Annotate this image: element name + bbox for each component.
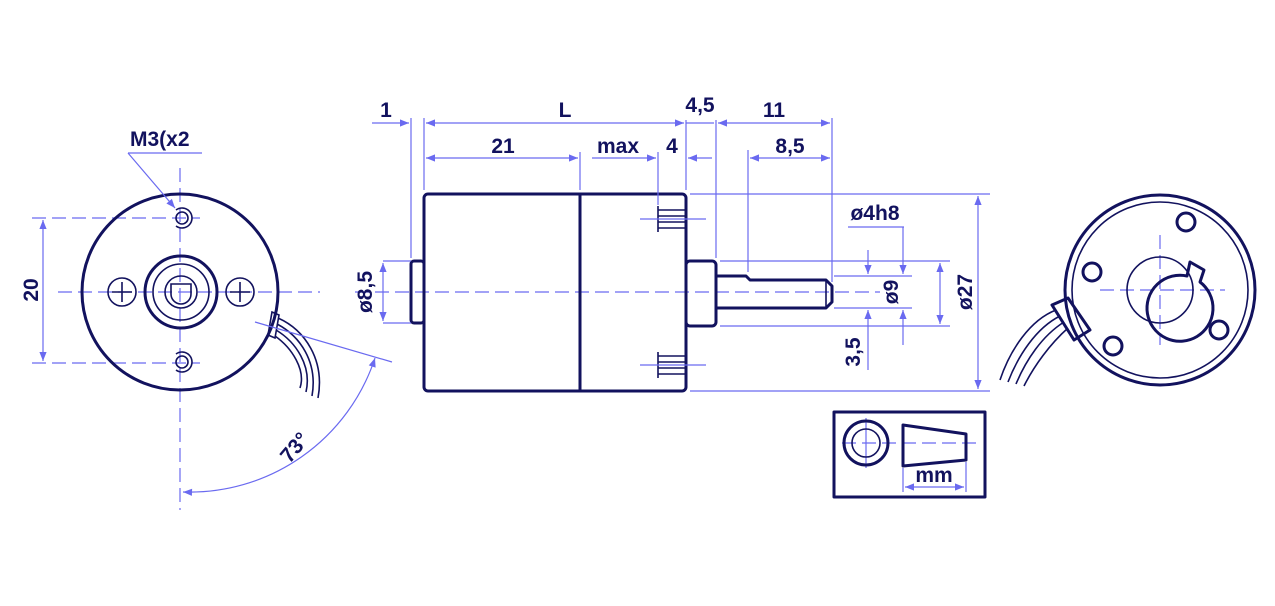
rear-hole xyxy=(1081,261,1103,283)
unit-label: mm xyxy=(915,464,952,487)
mounting-hole-bottom xyxy=(175,351,193,373)
screw-left xyxy=(107,277,137,307)
dim-1-label: 1 xyxy=(380,99,392,122)
flat-depth-label: 3,5 xyxy=(842,337,865,367)
rear-view xyxy=(999,193,1257,387)
shaft-end-inset: mm xyxy=(832,410,987,499)
shaft-keyway xyxy=(1145,260,1215,343)
front-boss-dia-label: ø9 xyxy=(880,280,903,305)
dim-4-label: 4 xyxy=(666,135,678,158)
side-view: 1 L 4,5 11 21 max 4 8,5 ø8,5 3,5 ø4h8 ø9… xyxy=(354,94,990,393)
screw-holes xyxy=(640,206,706,378)
motor-face xyxy=(80,192,280,392)
dim-21-label: 21 xyxy=(491,135,515,158)
mounting-hole-top xyxy=(175,207,193,229)
dim-11-label: 11 xyxy=(763,99,786,122)
output-shaft xyxy=(714,274,834,310)
rear-hole xyxy=(1102,335,1124,357)
dim-4-5-label: 4,5 xyxy=(685,94,715,117)
dim-max-label: max xyxy=(597,135,639,158)
rear-boss xyxy=(409,259,426,325)
thread-label: M3(x2 xyxy=(130,128,190,151)
body-dia-label: ø27 xyxy=(954,274,977,310)
rear-boss-dia-label: ø8,5 xyxy=(354,271,377,313)
hole-spacing-label: 20 xyxy=(20,278,43,301)
rear-hole xyxy=(1208,319,1230,341)
dim-8-5-label: 8,5 xyxy=(775,135,805,158)
wires xyxy=(267,310,321,399)
front-boss xyxy=(684,259,718,328)
screw-right xyxy=(225,277,255,307)
wire-angle-label: 73° xyxy=(276,428,314,467)
shaft-dia-label: ø4h8 xyxy=(850,202,899,225)
dim-L-label: L xyxy=(559,99,572,122)
front-view: 20 M3(x2 73° xyxy=(20,128,393,510)
shaft-boss xyxy=(143,254,219,330)
rear-hole xyxy=(1175,211,1197,233)
